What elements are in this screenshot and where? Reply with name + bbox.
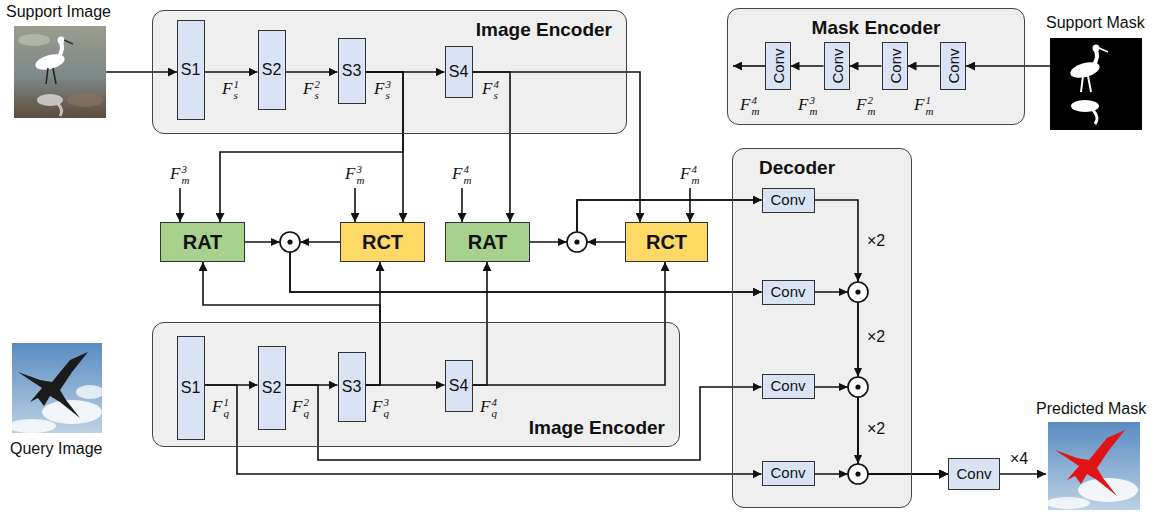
flow-connector <box>205 71 258 73</box>
stage-block: S2 <box>258 30 286 110</box>
query-image <box>8 343 104 433</box>
block-label: Conv <box>770 192 805 209</box>
encoder-panel: Image Encoder S1 S2 S3 S4 <box>152 322 680 447</box>
feature-label: Fq2 <box>292 396 309 419</box>
flow-connector <box>850 65 882 67</box>
flow-connector <box>815 473 949 475</box>
block-label: Conv <box>770 378 805 395</box>
stage-block: S3 <box>338 38 366 104</box>
block-label: Conv <box>887 48 902 83</box>
scale-label: ×2 <box>867 232 885 250</box>
conv-block: Conv <box>762 374 815 399</box>
stage-block: S1 <box>177 20 205 120</box>
block-label: S3 <box>342 378 362 396</box>
block-label: S4 <box>449 377 469 395</box>
block-label: S2 <box>262 379 282 397</box>
feature-label: Fm3 <box>345 163 364 186</box>
conv-block: Conv <box>762 280 815 305</box>
block-label: S3 <box>342 62 362 80</box>
feature-label: Fm2 <box>856 94 875 117</box>
stage-block: S1 <box>177 336 205 440</box>
block-label: Conv <box>945 48 960 83</box>
panel-title: Mask Encoder <box>728 17 1024 40</box>
block-label: S2 <box>262 61 282 79</box>
feature-label: Fs2 <box>303 78 320 101</box>
block-label: S1 <box>181 379 201 397</box>
block-label: S4 <box>449 63 469 81</box>
rat-module: RAT <box>445 222 530 262</box>
block-label: Conv <box>829 48 844 83</box>
flow-connector <box>908 65 940 67</box>
feature-label: Fm4 <box>740 94 759 117</box>
stage-block: S4 <box>445 360 473 412</box>
block-label: Conv <box>770 465 805 482</box>
feature-label: Fs4 <box>482 78 499 101</box>
rat-module: RAT <box>160 222 245 262</box>
image-caption: Query Image <box>10 440 102 458</box>
scale-label: ×4 <box>1010 450 1028 468</box>
stage-block: S4 <box>445 46 473 98</box>
image-caption: Support Mask <box>1046 14 1145 32</box>
conv-block: Conv <box>762 188 815 213</box>
flow-connector <box>286 71 338 73</box>
conv-block: Conv <box>765 42 791 90</box>
conv-block: Conv <box>948 458 1000 490</box>
panel-title: Image Encoder <box>529 417 665 440</box>
block-label: RCT <box>362 231 403 253</box>
support-mask-image <box>1050 38 1142 130</box>
scale-label: ×2 <box>867 328 885 346</box>
conv-block: Conv <box>940 42 966 90</box>
flow-connector <box>473 262 666 385</box>
flow-connector <box>473 72 511 222</box>
panel-title: Decoder <box>759 157 835 180</box>
flow-connector <box>366 72 404 222</box>
block-label: Conv <box>770 284 805 301</box>
feature-label: Fs3 <box>374 78 391 101</box>
encoder-panel: Image EncoderS1 S2 S3 S4 <box>152 10 627 134</box>
feature-label: Fs1 <box>222 78 239 101</box>
panel-title: Image Encoder <box>476 19 612 42</box>
encoder-panel: Mask EncoderConv Conv Conv Conv <box>727 8 1025 125</box>
layout-arrows <box>106 66 1050 474</box>
feature-label: Fq3 <box>372 396 389 419</box>
block-label: RAT <box>183 231 223 253</box>
feature-label: Fm4 <box>680 163 699 186</box>
block-label: RAT <box>468 231 508 253</box>
block-label: S1 <box>181 61 201 79</box>
flow-connector <box>815 200 949 474</box>
feature-label: Fq4 <box>480 396 497 419</box>
stage-block: S2 <box>258 346 286 430</box>
support-image <box>14 26 106 118</box>
image-caption: Support Image <box>6 3 111 21</box>
image-caption: Predicted Mask <box>1036 400 1146 418</box>
flow-connector <box>366 262 381 385</box>
flow-connector <box>815 292 949 474</box>
feature-label: Fm3 <box>798 94 817 117</box>
block-label: Conv <box>956 466 991 483</box>
flow-connector <box>473 262 488 385</box>
flow-connector <box>220 72 403 222</box>
flow-connector <box>815 387 949 474</box>
feature-label: Fm3 <box>170 163 189 186</box>
scale-label: ×2 <box>867 420 885 438</box>
rct-module: RCT <box>625 222 708 262</box>
flow-connector <box>205 385 762 474</box>
conv-block: Conv <box>762 461 815 486</box>
merge-arrowheads <box>271 238 862 478</box>
feature-label: Fm4 <box>452 163 471 186</box>
flow-connector <box>791 65 824 67</box>
conv-block: Conv <box>882 42 908 90</box>
predicted-mask-image <box>1046 422 1140 510</box>
block-label: Conv <box>770 48 785 83</box>
conv-block: Conv <box>824 42 850 90</box>
feature-label: Fm1 <box>914 94 933 117</box>
feature-label: Fq1 <box>212 396 229 419</box>
rct-module: RCT <box>340 222 425 262</box>
stage-block: S3 <box>338 352 366 422</box>
block-label: RCT <box>646 231 687 253</box>
